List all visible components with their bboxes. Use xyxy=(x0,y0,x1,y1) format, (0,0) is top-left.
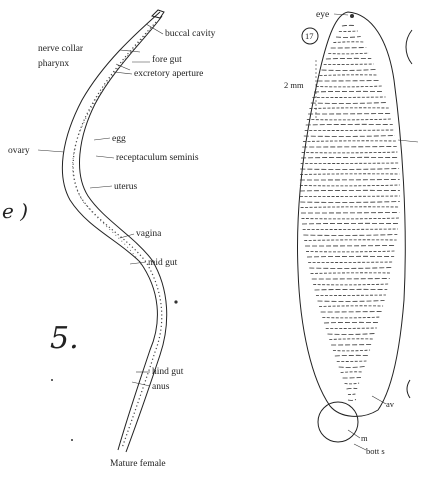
annulus-line xyxy=(308,114,390,115)
annulus-line xyxy=(331,345,372,346)
annulus-line xyxy=(315,289,388,290)
annulus-line xyxy=(309,108,388,109)
leech-figure: 17 2 mm eye av m bott s xyxy=(284,10,418,456)
annulus-line xyxy=(342,25,355,26)
annulus-line xyxy=(313,284,388,285)
annulus-line xyxy=(331,48,367,49)
label-fore-gut: fore gut xyxy=(152,54,182,65)
annulus-line xyxy=(316,295,386,296)
annulus-line xyxy=(304,240,396,241)
annulus-line xyxy=(343,378,361,379)
annulus-line xyxy=(312,279,390,280)
annulus-line xyxy=(316,86,382,87)
label-anus: anus xyxy=(152,382,170,392)
annulus-line xyxy=(302,147,396,148)
paren-mark-2 xyxy=(407,380,410,398)
label-ovary: ovary xyxy=(8,146,30,156)
annulus-line xyxy=(319,306,383,307)
annulus-line xyxy=(324,64,374,65)
annulus-line xyxy=(310,273,390,274)
annulus-line xyxy=(348,394,356,395)
annulus-line xyxy=(301,163,399,164)
annulus-line xyxy=(302,152,398,153)
label-receptaculum: receptaculum seminis xyxy=(116,153,199,163)
annulus-line xyxy=(339,31,358,32)
annulus-line xyxy=(327,334,375,335)
annulus-line xyxy=(319,75,378,76)
annulus-line xyxy=(322,70,376,71)
annulus-line xyxy=(318,81,381,82)
annulus-line xyxy=(337,361,367,362)
label-eye: eye xyxy=(316,10,329,20)
annulus-line xyxy=(308,262,393,263)
label-egg: egg xyxy=(112,134,126,144)
annulus-line xyxy=(302,223,398,224)
annulus-line xyxy=(301,207,400,208)
posterior-sucker xyxy=(318,402,358,442)
annulus-line xyxy=(333,42,363,43)
annulus-line xyxy=(306,124,393,125)
annulus-line xyxy=(321,312,382,313)
annulus-line xyxy=(339,367,365,368)
scale-label: 2 mm xyxy=(284,80,304,90)
label-bottom: bott s xyxy=(366,446,385,456)
label-hind-gut: hind gut xyxy=(152,367,184,377)
annulus-line xyxy=(305,130,394,131)
annulus-line xyxy=(300,196,400,197)
nematode-figure: buccal cavity nerve collar fore gut phar… xyxy=(2,10,216,469)
annulus-line xyxy=(300,180,400,181)
label-av: av xyxy=(386,399,395,409)
annulus-line xyxy=(300,169,399,170)
annulus-line xyxy=(347,388,358,389)
annulus-line xyxy=(304,136,395,137)
annulus-line xyxy=(326,328,377,329)
annulus-line xyxy=(307,256,394,257)
annulus-line xyxy=(300,185,400,186)
annulus-line xyxy=(336,37,361,38)
label-buccal: buccal cavity xyxy=(165,29,216,39)
circled-number: 17 xyxy=(305,31,314,41)
label-mid-gut: mid gut xyxy=(148,258,178,268)
annulus-line xyxy=(303,235,397,236)
annulus-line xyxy=(317,301,384,302)
annulus-line xyxy=(329,339,373,340)
eye-dot xyxy=(350,14,354,18)
annulus-line xyxy=(345,383,360,384)
annulus-line xyxy=(311,103,387,104)
annulus-line xyxy=(335,355,368,356)
annulus-line xyxy=(341,372,363,373)
annulus-line xyxy=(324,322,378,323)
annulus-line xyxy=(300,202,400,203)
annulus-line xyxy=(333,350,370,351)
label-nerve-collar: nerve collar xyxy=(38,44,84,54)
annulus-line xyxy=(303,229,398,230)
label-m: m xyxy=(361,433,368,443)
annulus-line xyxy=(301,218,398,219)
annulus-line xyxy=(309,268,392,269)
annulus-line xyxy=(314,91,384,92)
annulus-line xyxy=(322,317,380,318)
annulus-line xyxy=(326,58,371,59)
annulus-line xyxy=(328,53,369,54)
annulus-line xyxy=(305,246,396,247)
side-mark: e ) xyxy=(2,199,28,223)
annulus-line xyxy=(306,251,395,252)
annulus-line xyxy=(301,157,398,158)
annulus-line xyxy=(303,141,396,142)
label-excretory-aperture: excretory aperture xyxy=(134,69,203,79)
label-uterus: uterus xyxy=(114,182,138,192)
annulus-line xyxy=(301,213,399,214)
annulus-line xyxy=(312,97,385,98)
label-vagina: vagina xyxy=(136,229,162,239)
annulus-line xyxy=(348,400,356,401)
number-mark: 5. xyxy=(50,321,79,356)
annulus-line xyxy=(307,119,392,120)
annulus-line xyxy=(300,190,400,191)
annulus-line xyxy=(300,174,399,175)
label-pharynx: pharynx xyxy=(38,59,69,69)
caption-mature-female: Mature female xyxy=(110,458,166,469)
paren-mark xyxy=(406,30,412,64)
leech-segments xyxy=(300,25,400,400)
